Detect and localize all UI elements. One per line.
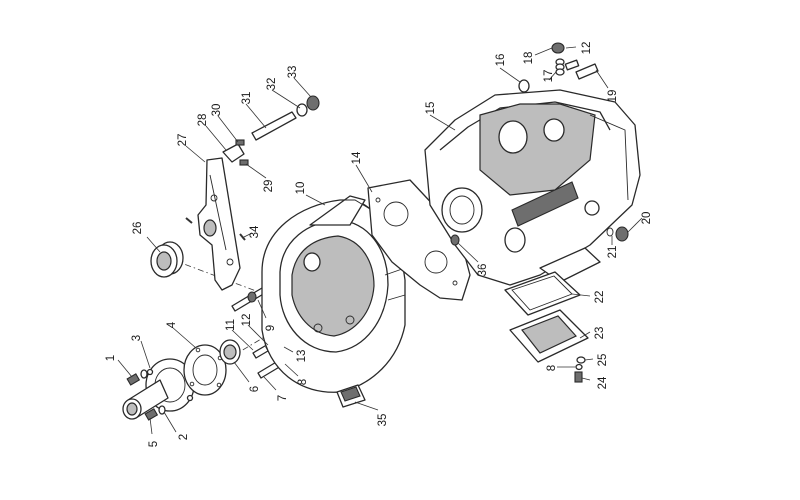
callout-21: 21 (607, 246, 619, 259)
callout-2: 2 (178, 434, 190, 440)
release-fork-part-27 (197, 157, 241, 291)
callout-1: 1 (105, 355, 117, 361)
washer-part-32 (296, 103, 308, 117)
callout-24: 24 (597, 376, 609, 389)
callout-27: 27 (177, 134, 189, 147)
callout-6: 6 (249, 386, 261, 392)
drain-plug-part-20 (615, 226, 629, 242)
callout-29: 29 (263, 180, 275, 193)
cap-part-18 (551, 42, 565, 54)
bolt-part-5 (144, 405, 166, 421)
leader-lines (117, 46, 643, 435)
callout-10: 10 (295, 182, 307, 195)
callout-25: 25 (597, 354, 609, 367)
gasket-part-4 (183, 344, 227, 396)
input-sleeve-part-3 (122, 358, 195, 420)
housing-gasket-part-14 (367, 179, 471, 301)
callout-19: 19 (607, 90, 619, 103)
callout-17: 17 (543, 70, 555, 83)
gearbox-case-part-15 (424, 89, 641, 286)
bolt-part-1 (126, 369, 148, 386)
plug-part-16 (518, 79, 530, 93)
bolt-part-30 (235, 139, 245, 146)
callout-31: 31 (241, 92, 253, 105)
nut-part-33 (306, 95, 320, 111)
bottom-cover-part-23 (509, 309, 589, 363)
callout-9: 9 (265, 325, 277, 331)
callout-33: 33 (287, 66, 299, 79)
callout-11: 11 (225, 319, 237, 331)
callout-16: 16 (495, 54, 507, 67)
oil-seal-part-6 (219, 339, 241, 365)
bolt-part-29 (239, 159, 249, 166)
callout-34: 34 (249, 225, 261, 238)
stud-part-9 (231, 287, 266, 312)
spring-part-17 (555, 58, 565, 76)
dowel-part-36 (450, 234, 460, 246)
callout-8: 8 (297, 379, 309, 385)
cover-plate-part-35 (336, 384, 366, 408)
callout-15: 15 (425, 102, 437, 115)
bolt-part-24 (574, 371, 583, 383)
pin-part-19 (575, 63, 599, 80)
callout-13: 13 (296, 350, 308, 363)
washer-part-21 (606, 227, 614, 237)
callout-labels: 1 2 3 4 5 6 7 8 9 10 11 12 13 14 15 16 1… (105, 42, 653, 448)
callout-35: 35 (377, 414, 389, 427)
callout-3: 3 (131, 335, 143, 341)
release-bearing-part-26 (150, 241, 184, 278)
callout-12-upper: 12 (581, 42, 593, 55)
callout-8-lower: 8 (546, 365, 558, 371)
callout-26: 26 (132, 222, 144, 235)
washer-part-25 (576, 356, 586, 364)
callout-20: 20 (641, 212, 653, 225)
fork-shaft-part-31 (251, 111, 297, 141)
callout-23: 23 (594, 327, 606, 340)
bracket-part-28 (222, 143, 245, 163)
callout-4: 4 (166, 321, 178, 328)
clutch-housing-part-10 (261, 195, 406, 393)
washer-part-8-lower (575, 363, 583, 371)
callout-28: 28 (197, 114, 209, 127)
fork-pin-part-34 (185, 217, 246, 241)
pin-part-12-upper (564, 59, 580, 71)
callout-12-lower: 12 (241, 314, 253, 327)
callout-36: 36 (477, 264, 489, 277)
callout-5: 5 (148, 441, 160, 447)
callout-30: 30 (211, 104, 223, 117)
callout-22: 22 (594, 291, 606, 304)
callout-32: 32 (266, 78, 278, 91)
callout-14: 14 (351, 151, 363, 164)
callout-7: 7 (277, 395, 289, 401)
callout-18: 18 (523, 52, 535, 65)
